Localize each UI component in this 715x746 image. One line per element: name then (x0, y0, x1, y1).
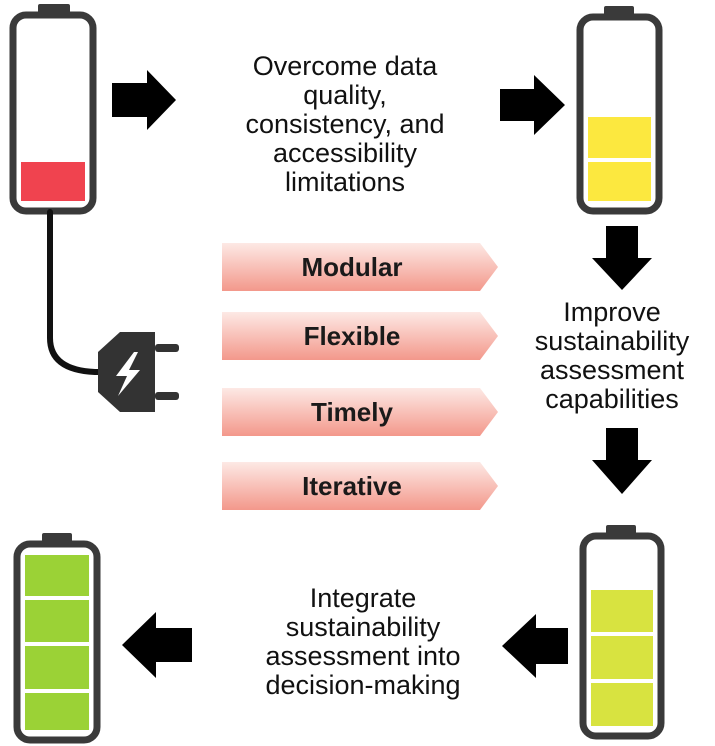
plug-icon (47, 209, 179, 412)
step-overcome-text: Overcome data quality, consistency, and … (245, 51, 445, 197)
battery-charge-segment (25, 600, 89, 642)
arrow-right-icon (500, 75, 565, 135)
arrow-left-icon (502, 614, 568, 678)
tag-timely: Timely (222, 388, 498, 436)
arrow-right-icon (112, 70, 176, 130)
battery-charge-segment (588, 162, 651, 201)
tag-modular: Modular (222, 243, 498, 291)
tag-label: Iterative (302, 471, 402, 501)
battery-charge-segment (591, 636, 653, 679)
battery-charge-segment (25, 693, 89, 730)
battery-half-icon (576, 6, 663, 215)
battery-charge-segment (591, 683, 653, 726)
battery-charge-segment (25, 646, 89, 689)
lightning-icon (116, 352, 140, 396)
battery-charge-segment (588, 117, 651, 158)
arrow-left-icon (122, 612, 192, 678)
battery-empty-icon (9, 4, 97, 215)
battery-high-icon (579, 525, 665, 740)
tag-iterative: Iterative (222, 462, 498, 510)
tag-label: Modular (301, 252, 402, 282)
arrow-down-icon (592, 226, 652, 290)
battery-charge-segment (25, 555, 89, 596)
battery-full-icon (13, 533, 101, 744)
battery-charge-segment (21, 162, 85, 201)
step-improve-text: Improve sustainability assessment capabi… (534, 297, 690, 414)
arrow-down-icon (592, 428, 652, 494)
tag-label: Flexible (304, 321, 401, 351)
tag-flexible: Flexible (222, 312, 498, 360)
tag-label: Timely (311, 397, 393, 427)
step-integrate-text: Integrate sustainability assessment into… (265, 583, 461, 700)
battery-charge-segment (591, 590, 653, 632)
